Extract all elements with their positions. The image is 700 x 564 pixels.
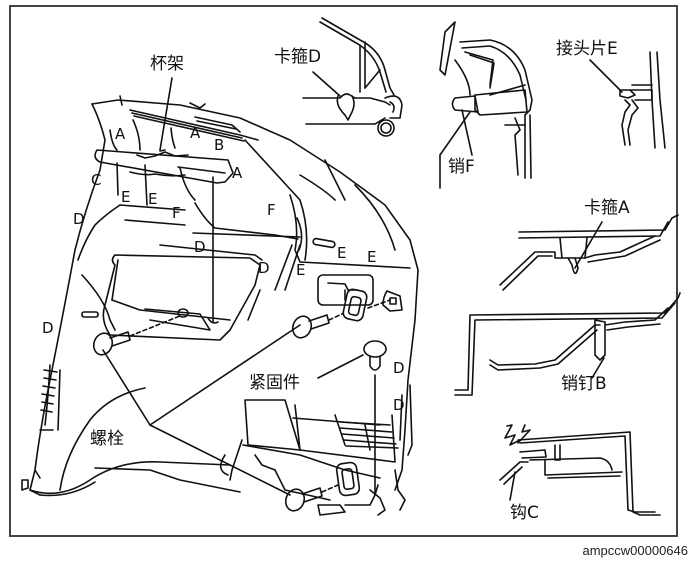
push-fastener	[364, 341, 386, 495]
hook-c-detail	[500, 425, 660, 515]
letter-d: D	[73, 210, 85, 228]
cup-holder-label: 杯架	[150, 54, 184, 74]
clip-d-detail	[303, 18, 402, 136]
pin-b-detail	[455, 293, 680, 395]
clip-d-label: 卡箍D	[274, 47, 322, 67]
pin-b-label: 销钉B	[561, 374, 607, 394]
letter-d: D	[42, 319, 54, 337]
letter-a: A	[115, 125, 126, 143]
letter-e: E	[337, 244, 347, 262]
bolt-3	[283, 485, 338, 513]
letter-d: D	[393, 396, 405, 414]
letter-d: D	[258, 259, 270, 277]
pin-f-detail	[440, 22, 532, 188]
letter-e: E	[121, 188, 131, 206]
joint-tab-e-detail	[590, 52, 665, 148]
joint-tab-e-label: 接头片E	[556, 39, 618, 59]
bolt-1	[91, 316, 180, 357]
fastener-label: 紧固件	[249, 373, 300, 393]
cup-holder-outline	[95, 150, 233, 183]
letter-b: B	[214, 136, 225, 154]
quarter-trim-panel	[22, 96, 418, 515]
hook-c-label: 钩C	[510, 503, 539, 523]
letter-a: A	[190, 124, 201, 142]
clip-a-label: 卡箍A	[584, 198, 630, 218]
panel-outline	[92, 100, 418, 490]
pin-f-label: 销F	[448, 157, 475, 177]
letter-e: E	[367, 248, 377, 266]
diagram-frame	[9, 5, 678, 537]
seatbelt-guide	[342, 288, 402, 322]
letter-f: F	[267, 201, 276, 219]
letter-d: D	[393, 359, 405, 377]
letter-e: E	[148, 190, 158, 208]
letter-f: F	[172, 204, 181, 222]
panel-left-edge	[30, 104, 105, 495]
letter-d: D	[194, 238, 206, 256]
bolt-2	[290, 314, 342, 341]
figure-caption: ampccw00000646	[582, 543, 688, 558]
letter-a: A	[232, 164, 243, 182]
bolt-label: 螺栓	[90, 429, 124, 449]
letter-e: E	[296, 261, 306, 279]
letter-c: C	[91, 171, 102, 189]
clip-a-detail	[500, 215, 678, 290]
